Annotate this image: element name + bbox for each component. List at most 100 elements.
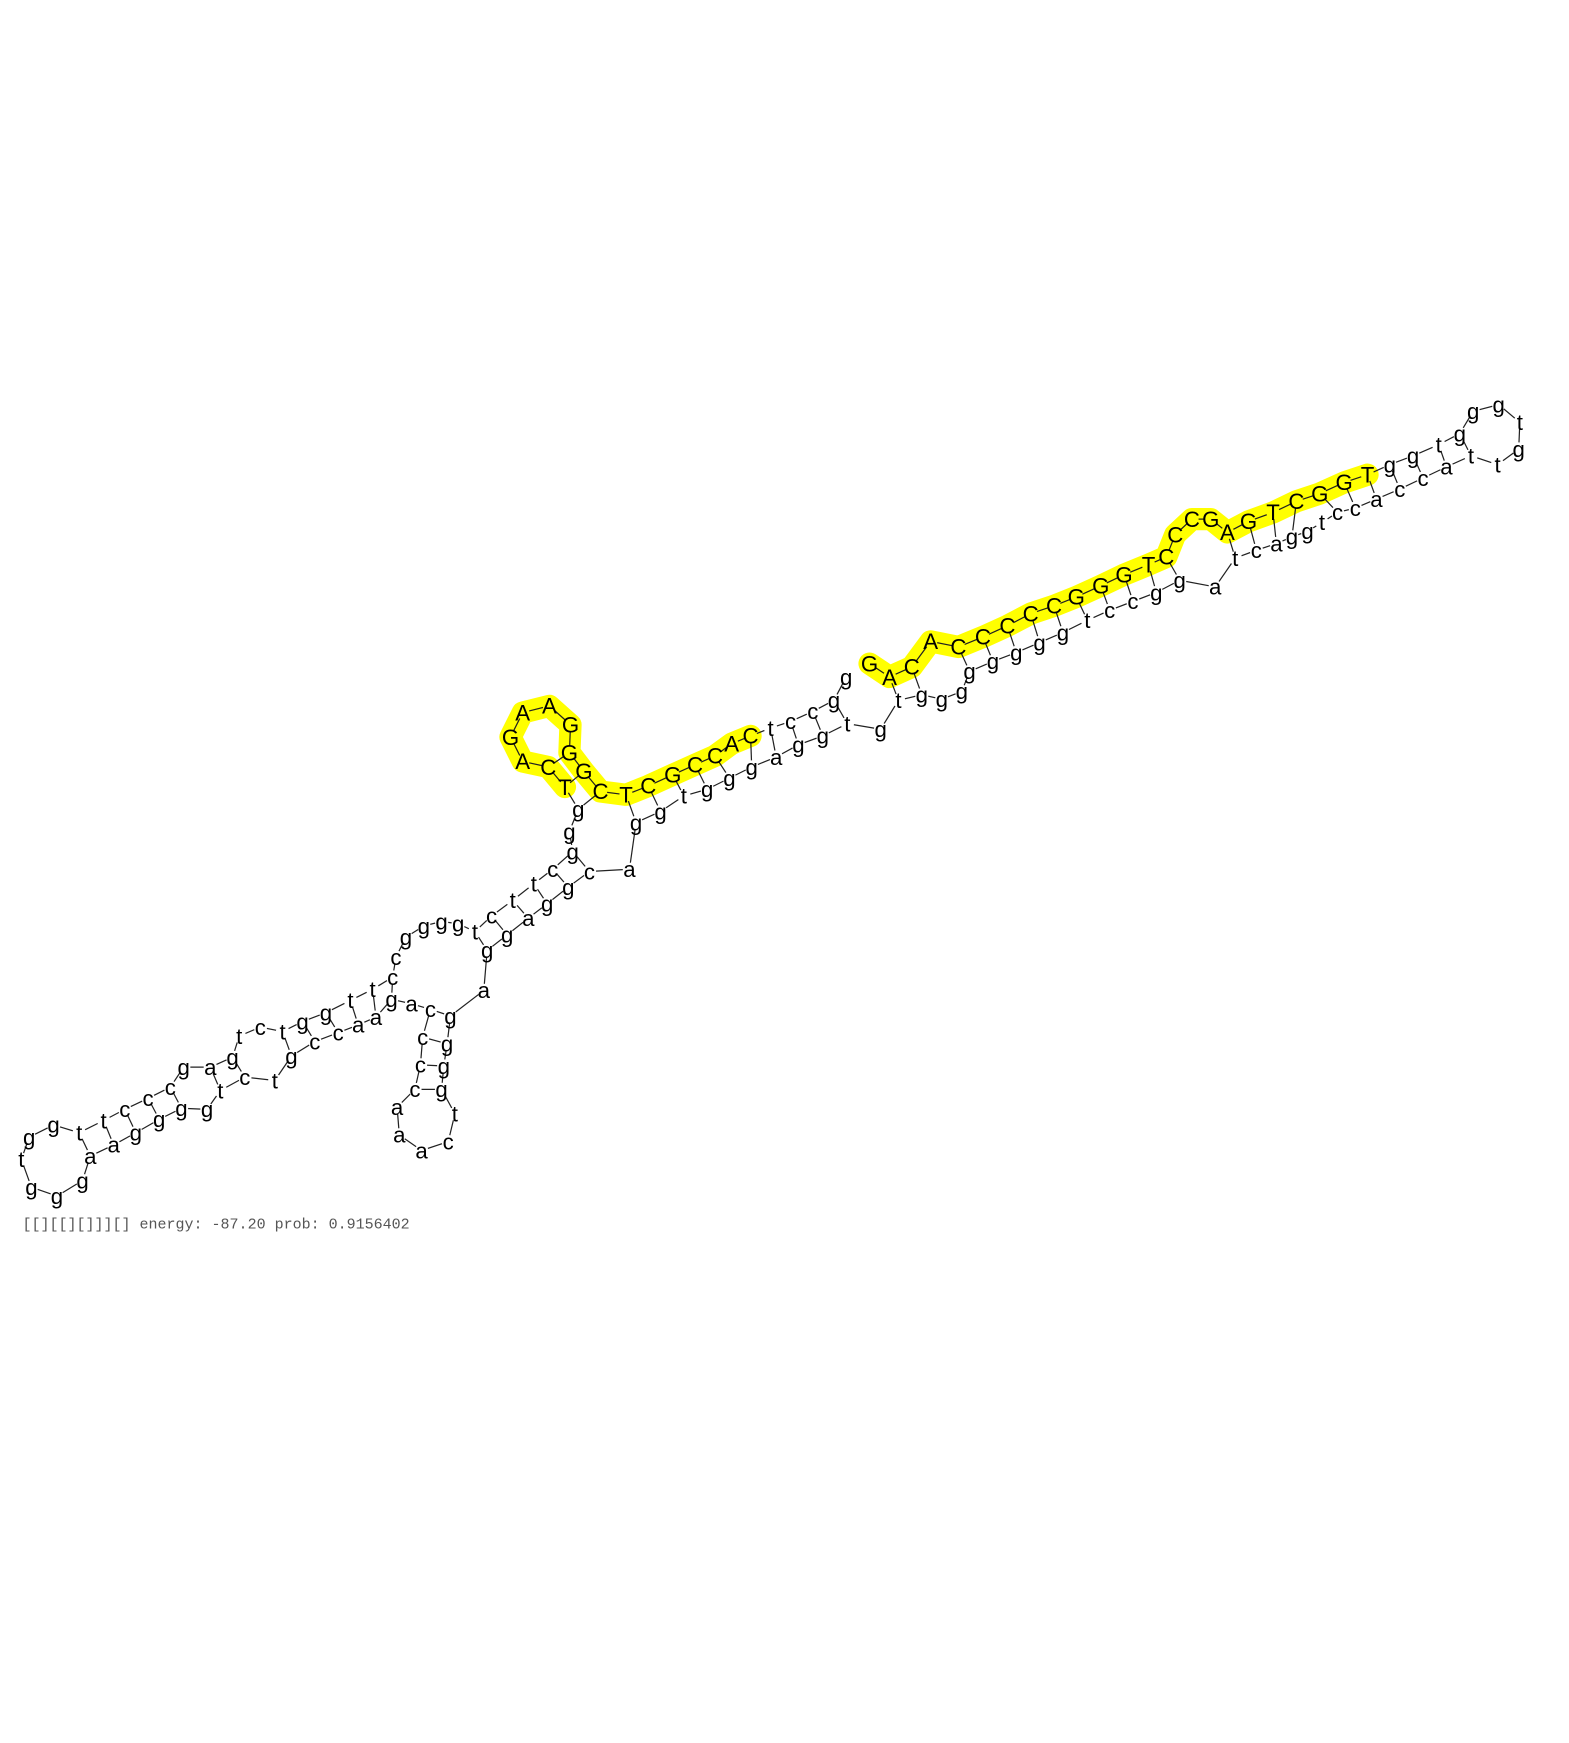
nucleotide-backdrop — [1313, 486, 1327, 501]
nucleotide-backdrop — [404, 997, 419, 1011]
nucleotide: C — [1167, 522, 1183, 547]
nucleotide: t — [236, 1024, 243, 1049]
nucleotide-backdrop — [1228, 551, 1242, 565]
nucleotide: C — [950, 635, 966, 660]
nucleotide-backdrop — [1102, 603, 1117, 617]
backbone-bond — [628, 822, 637, 870]
nucleotide: A — [1220, 520, 1235, 545]
nucleotide: g — [296, 1009, 308, 1034]
nucleotide-backdrop — [437, 1059, 451, 1073]
nucleotide: G — [1115, 562, 1132, 587]
nucleotide: t — [18, 1147, 25, 1172]
nucleotide: g — [956, 679, 968, 704]
nucleotide-backdrop — [1094, 579, 1108, 593]
nucleotide-backdrop — [1289, 494, 1304, 509]
nucleotide: g — [1454, 421, 1466, 446]
nucleotide-backdrop — [392, 1128, 406, 1142]
nucleotide-backdrop — [413, 1058, 428, 1072]
energy-label: energy: — [140, 1216, 203, 1233]
nucleotide: t — [217, 1078, 224, 1103]
nucleotide-backdrop — [46, 1118, 61, 1132]
nucleotide-backdrop — [708, 749, 722, 763]
nucleotide-backdrop — [1383, 457, 1397, 472]
nucleotide-backdrop — [1208, 580, 1222, 594]
nucleotide-backdrop — [521, 911, 535, 925]
nucleotide: c — [165, 1075, 176, 1100]
nucleotide-backdrop — [577, 764, 591, 779]
nucleotide: g — [481, 938, 493, 963]
nucleotide-backdrop — [1330, 505, 1345, 520]
nucleotide-backdrop — [806, 704, 820, 719]
nucleotide-backdrop — [593, 784, 608, 799]
nucleotide: G — [861, 651, 878, 676]
nucleotide: t — [681, 784, 688, 809]
nucleotide: c — [1127, 589, 1138, 614]
nucleotide-backdrop — [1512, 442, 1526, 456]
nucleotide-backdrop — [238, 1070, 252, 1084]
nucleotide: c — [390, 945, 401, 970]
nucleotide-backdrop — [1056, 625, 1070, 640]
nucleotide: g — [792, 733, 804, 758]
nucleotide-backdrop — [1490, 457, 1505, 472]
nucleotide-backdrop — [434, 1082, 449, 1097]
nucleotide: C — [540, 755, 556, 780]
nucleotide: t — [76, 1121, 83, 1146]
nucleotide-backdrop — [935, 692, 949, 706]
nucleotide: c — [239, 1065, 250, 1090]
nucleotide-backdrop — [141, 1091, 155, 1105]
nucleotide-backdrop — [1406, 449, 1420, 463]
nucleotide: g — [567, 839, 579, 864]
nucleotide-backdrop — [384, 992, 399, 1007]
nucleotide-backdrop — [203, 1060, 218, 1074]
nucleotide-backdrop — [1168, 528, 1182, 542]
nucleotide: A — [724, 731, 739, 756]
nucleotide: g — [130, 1121, 142, 1146]
nucleotide: g — [817, 724, 829, 749]
nucleotide-backdrop — [882, 670, 897, 684]
nucleotide: T — [1361, 462, 1375, 487]
nucleotide-backdrop — [1464, 449, 1478, 463]
nucleotide: T — [619, 783, 633, 808]
nucleotide: C — [1023, 601, 1039, 626]
nucleotide: C — [707, 744, 723, 769]
nucleotide-backdrop — [399, 930, 413, 944]
nucleotide-backdrop — [275, 1024, 290, 1039]
nucleotide: G — [1240, 509, 1257, 534]
nucleotide-backdrop — [561, 880, 575, 894]
nucleotide: g — [441, 1032, 453, 1057]
nucleotide: c — [143, 1086, 154, 1111]
nucleotide: g — [1033, 630, 1045, 655]
nucleotide-backdrop — [441, 1134, 455, 1149]
nucleotide-backdrop — [1315, 515, 1329, 530]
nucleotide: a — [1209, 575, 1222, 600]
nucleotide: g — [226, 1045, 238, 1070]
nucleotide: c — [807, 699, 818, 724]
nucleotide: g — [1286, 525, 1298, 550]
nucleotide-backdrop — [50, 1189, 64, 1203]
nucleotide: C — [1158, 545, 1174, 570]
nucleotide-backdrop — [1466, 404, 1480, 418]
nucleotide-backdrop — [480, 943, 494, 958]
nucleotide: c — [443, 1129, 454, 1154]
nucleotide: C — [687, 753, 703, 778]
nucleotide-backdrop — [1149, 585, 1164, 600]
nucleotide-backdrop — [700, 782, 714, 796]
nucleotide-backdrop — [213, 1083, 228, 1098]
nucleotide: a — [415, 1138, 428, 1163]
nucleotide-backdrop — [1513, 415, 1527, 430]
nucleotide-backdrop — [295, 1014, 310, 1029]
nucleotide: T — [558, 775, 572, 800]
nucleotide: g — [723, 766, 735, 791]
nucleotide-backdrop — [641, 779, 655, 793]
nucleotide-backdrop — [506, 893, 520, 908]
nucleotide: a — [84, 1144, 97, 1169]
nucleotide-backdrop — [566, 844, 580, 859]
nucleotide-backdrop — [546, 862, 560, 876]
nucleotide-backdrop — [542, 699, 557, 713]
nucleotide: g — [541, 892, 553, 917]
nucleotide: t — [1084, 608, 1091, 633]
nucleotide: g — [828, 688, 840, 713]
nucleotide: t — [1517, 410, 1524, 435]
nucleotide: G — [1202, 507, 1219, 532]
